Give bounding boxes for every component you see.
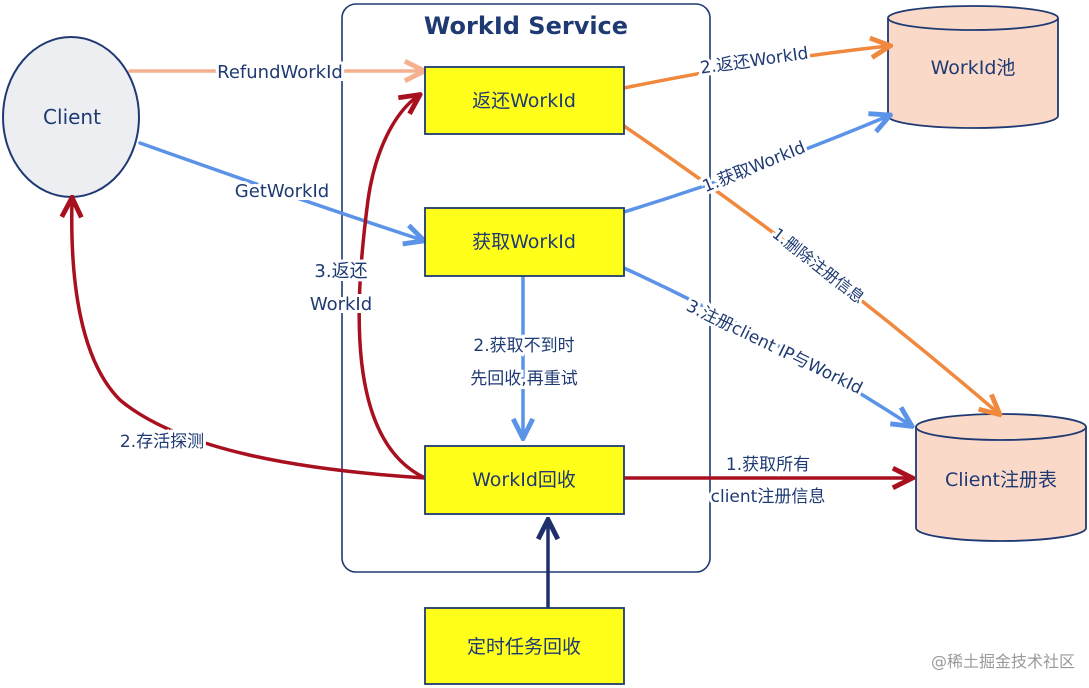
fetch-from-pool-arrow (622, 116, 888, 214)
get-workid-label: 获取WorkId (472, 231, 576, 253)
return-label-line1: 3.返还 (314, 261, 367, 282)
workid-service-container: WorkId Service (341, 3, 711, 573)
return-label-line2: WorkId (310, 294, 372, 315)
service-title: WorkId Service (424, 12, 628, 40)
recycle-box[interactable]: WorkId回收 (424, 445, 625, 515)
retry-label-line2: 先回收,再重试 (470, 369, 577, 389)
delete-registration-label: 1.删除注册信息 (769, 224, 868, 307)
scheduled-box[interactable]: 定时任务回收 (424, 607, 625, 685)
fetch-all-label-line2: client注册信息 (711, 487, 826, 507)
client-node[interactable]: Client (2, 36, 140, 198)
get-workid-box[interactable]: 获取WorkId (424, 207, 625, 277)
get-label: GetWorkId (235, 181, 329, 202)
liveness-label: 2.存活探测 (120, 432, 204, 452)
scheduled-label: 定时任务回收 (467, 636, 581, 658)
liveness-arrow (72, 200, 427, 480)
return-to-pool-label: 2.返还WorkId (699, 44, 810, 79)
recycle-return-arrow (357, 96, 427, 480)
refund-label: RefundWorkId (217, 62, 343, 83)
edges (72, 46, 998, 610)
fetch-all-label-line1: 1.获取所有 (726, 455, 810, 475)
return-to-pool-arrow (622, 46, 888, 90)
return-workid-label: 返还WorkId (472, 90, 576, 112)
return-workid-box[interactable]: 返还WorkId (424, 66, 625, 135)
watermark: @稀土掘金技术社区 (930, 652, 1075, 671)
register-arrow (622, 266, 910, 425)
delete-registration-arrow (622, 124, 998, 413)
get-arrow (138, 141, 422, 240)
workid-pool-db[interactable]: WorkId池 (887, 5, 1059, 129)
client-label: Client (43, 105, 101, 129)
workid-pool-label: WorkId池 (931, 57, 1016, 79)
fetch-from-pool-label: 1.获取WorkId (700, 138, 809, 197)
retry-label-line1: 2.获取不到时 (473, 336, 574, 356)
client-registry-db[interactable]: Client注册表 (915, 413, 1087, 542)
client-registry-label: Client注册表 (945, 469, 1057, 491)
recycle-label: WorkId回收 (472, 469, 576, 491)
